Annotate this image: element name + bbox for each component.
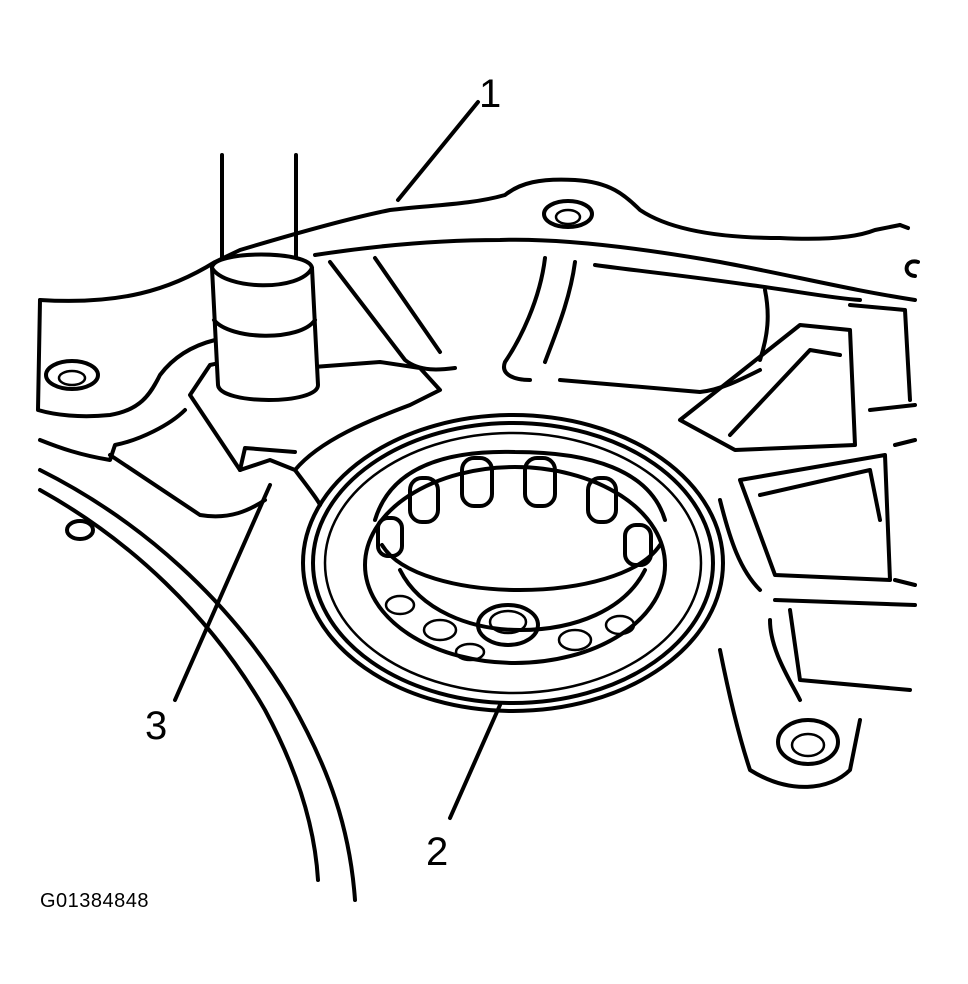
case-flange-left-edge [36,298,217,419]
lower-roller-4 [384,594,416,616]
rib-10 [893,438,917,587]
bearing-roller-5 [623,523,653,567]
callout-3: 3 [145,704,168,748]
leader-line-3 [173,483,272,702]
rib-pocket-1-inner [728,348,842,437]
rib-pocket-3 [768,598,917,702]
leader-line-1 [396,100,480,202]
oil-seal-outer [301,413,725,713]
shaft-end [476,603,540,647]
case-inner-ridge [313,237,917,302]
figure-id: G01384848 [40,890,150,912]
oil-seal-outer-2 [311,421,715,705]
bolt-hole-left [44,359,100,391]
shaft-end-inner [488,609,528,635]
seal-installer-lip [293,468,322,507]
gasket-arc-inner [38,488,320,882]
leader-line-2 [448,703,502,820]
lower-roller-1 [422,618,458,642]
seal-bore [363,465,667,665]
callout-1: 1 [479,72,502,116]
lower-roller-5 [454,642,486,662]
lower-roller-3 [604,614,636,636]
bearing-cage [380,543,662,592]
rib-pocket-1 [678,323,857,452]
rib-9 [868,403,917,412]
bolt-hole-left-inner [57,369,87,387]
bearing-roller-3 [523,456,557,508]
lower-roller-2 [557,628,593,652]
bolt-hole-lower-right-inner [790,732,826,758]
oil-seal-lip [323,431,703,695]
rib-8 [848,303,912,402]
bolt-hole-top [542,199,594,229]
bearing-roller-1 [408,476,440,524]
rib-pocket-2 [738,453,892,582]
rib-11 [718,498,762,592]
rib-pocket-2-inner [758,468,882,522]
bearing-roller-4 [586,476,618,524]
rib-1 [328,260,457,372]
rib-12 [788,608,912,692]
small-hole-left [65,519,95,541]
callout-2: 2 [426,830,449,874]
case-marking [904,259,920,278]
tool-collar-top [210,266,314,288]
case-lower-right-edge [718,648,862,789]
tool-collar-band [212,318,317,338]
gasket-arc-outer [38,468,357,902]
rib-3 [502,256,547,382]
bearing-outer-race [373,449,667,522]
rib-6 [593,263,862,302]
tool-collar [210,252,320,402]
bolt-hole-top-inner [554,208,582,226]
case-flange-right-edge [898,223,910,230]
rib-2 [373,256,442,354]
seal-installer-plate-edge [238,446,297,472]
rib-4 [543,260,577,364]
bearing-roller-6 [376,516,404,558]
bearing-roller-2 [460,456,494,508]
bolt-hole-lower-right [776,718,840,766]
gasket-left-edge [38,408,187,462]
